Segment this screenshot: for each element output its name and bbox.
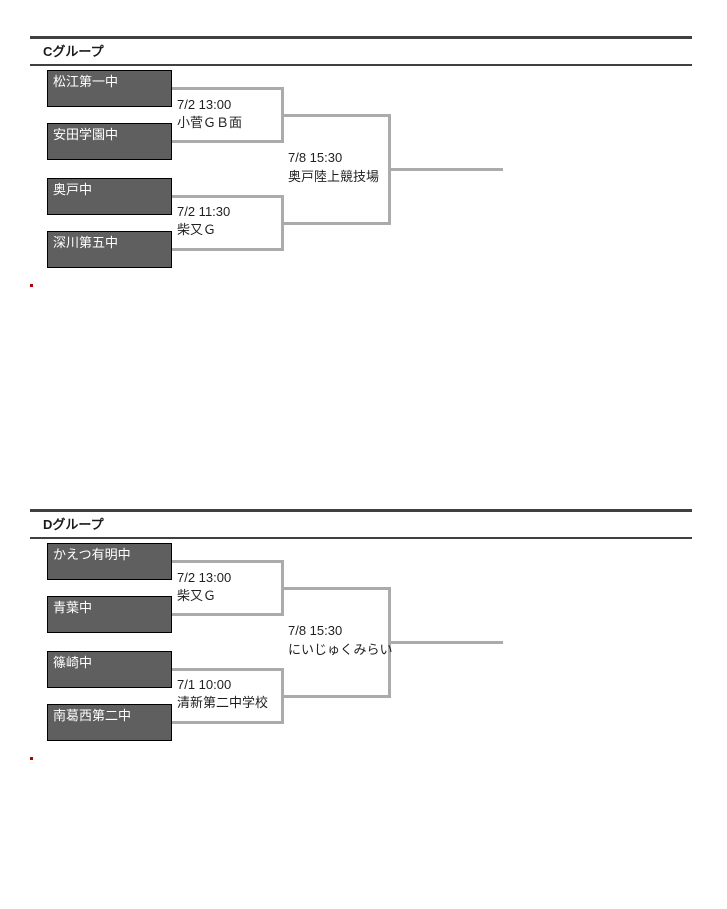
bracket-line: [172, 140, 283, 143]
bracket-line: [172, 195, 283, 198]
group-d-title: Dグループ: [43, 517, 104, 532]
match-venue: 小菅ＧＢ面: [177, 115, 243, 130]
match-datetime: 7/2 13:00: [177, 570, 232, 585]
match-info: 7/2 11:30 柴又Ｇ: [177, 203, 230, 239]
match-info: 7/2 13:00 柴又Ｇ: [177, 569, 231, 605]
group-d-header-bottom-rule: [30, 536, 692, 539]
team-box: 奥戸中: [47, 178, 172, 215]
group-c-section: Cグループ 松江第一中 安田学園中 奥戸中 深川第五中 7/2 13:00 小菅…: [0, 36, 727, 509]
match-venue: 柴又Ｇ: [177, 222, 217, 237]
group-c-header-bottom-rule: [30, 63, 692, 66]
team-box: 安田学園中: [47, 123, 172, 160]
match-info: 7/8 15:30 奥戸陸上競技場: [288, 148, 379, 186]
team-box: かえつ有明中: [47, 543, 172, 580]
bracket-winner-line: [388, 167, 503, 171]
match-info: 7/1 10:00 清新第二中学校: [177, 676, 268, 712]
bracket-line: [172, 613, 283, 616]
match-venue: 奥戸陸上競技場: [288, 169, 380, 184]
bracket-line: [172, 87, 283, 90]
team-box: 篠崎中: [47, 651, 172, 688]
team-box: 青葉中: [47, 596, 172, 633]
match-datetime: 7/8 15:30: [288, 623, 343, 638]
bracket-line: [172, 668, 283, 671]
match-venue: 柴又Ｇ: [177, 588, 217, 603]
group-d-header-top-rule: [30, 509, 692, 512]
bracket-winner-line: [388, 640, 503, 644]
match-datetime: 7/8 15:30: [288, 150, 343, 165]
bracket-line: [281, 694, 391, 698]
bracket-line: [172, 721, 283, 724]
stray-red-marker: [30, 284, 33, 287]
match-venue: 清新第二中学校: [177, 695, 269, 710]
bracket-line: [281, 221, 391, 225]
stray-red-marker: [30, 757, 33, 760]
team-box: 松江第一中: [47, 70, 172, 107]
match-info: 7/2 13:00 小菅ＧＢ面: [177, 96, 242, 132]
match-venue: にいじゅくみらい: [288, 642, 393, 657]
team-box: 深川第五中: [47, 231, 172, 268]
match-info: 7/8 15:30 にいじゅくみらい: [288, 621, 393, 659]
match-datetime: 7/2 11:30: [177, 204, 231, 219]
group-c-title: Cグループ: [43, 44, 104, 59]
bracket-line: [281, 587, 391, 590]
team-box: 南葛西第二中: [47, 704, 172, 741]
match-datetime: 7/1 10:00: [177, 677, 232, 692]
bracket-line: [172, 248, 283, 251]
match-datetime: 7/2 13:00: [177, 97, 232, 112]
group-d-section: Dグループ かえつ有明中 青葉中 篠崎中 南葛西第二中 7/2 13:00 柴又…: [0, 509, 727, 909]
bracket-line: [172, 560, 283, 563]
group-c-header-top-rule: [30, 36, 692, 39]
bracket-line: [281, 114, 391, 117]
